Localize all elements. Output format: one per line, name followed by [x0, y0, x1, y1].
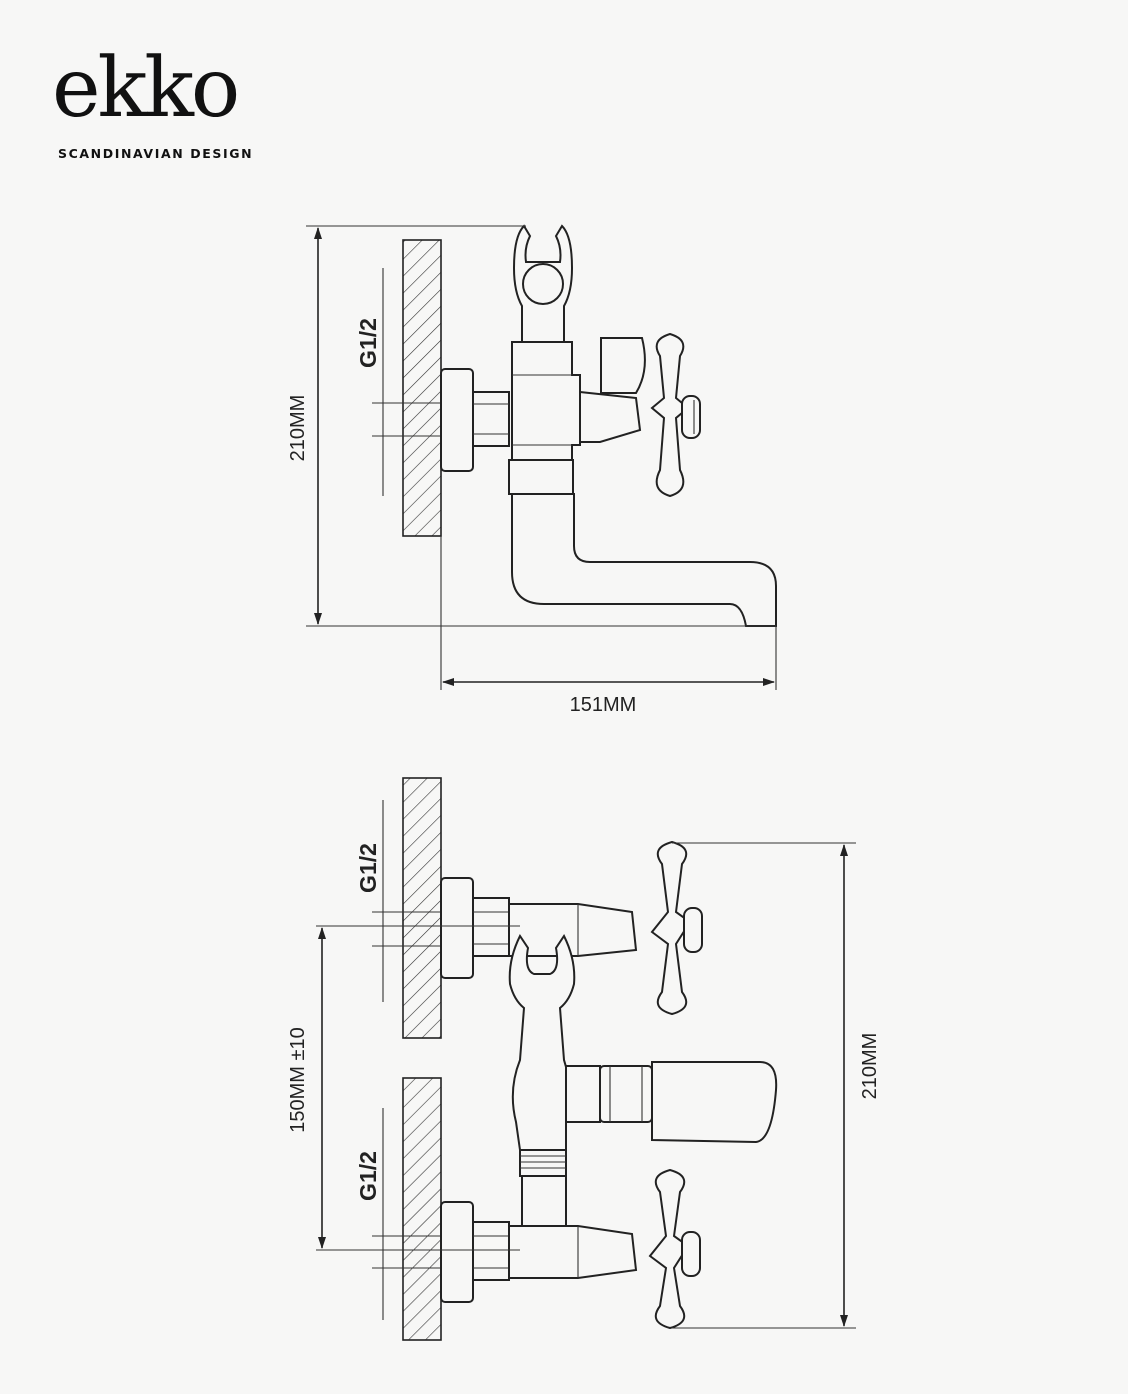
- front-view: G1/2 G1/2: [287, 777, 881, 1341]
- front-cross-handle-bottom: [648, 1168, 701, 1330]
- front-height-label: 210MM: [859, 1033, 881, 1100]
- side-diverter-lever: [600, 337, 646, 394]
- front-column-lower: [521, 1175, 567, 1227]
- front-valve-housing-bottom: [508, 1225, 638, 1279]
- side-valve-housing: [579, 390, 642, 443]
- front-diverter-lever: [651, 1061, 778, 1144]
- front-diverter-body: [565, 1065, 601, 1123]
- front-wall-hatch-top: [402, 777, 442, 1039]
- front-thread-label-top: G1/2: [355, 843, 381, 893]
- side-spout: [511, 493, 777, 627]
- front-column-thread: [519, 1149, 567, 1177]
- brand-logo: ekko SCANDINAVIAN DESIGN: [52, 41, 292, 162]
- front-shower-holder: [508, 934, 576, 1151]
- front-nut-top: [472, 897, 510, 957]
- side-view: G1/2 210MM: [287, 224, 777, 716]
- side-projection-label: 151MM: [570, 694, 637, 716]
- front-escutcheon-bottom: [440, 1201, 474, 1303]
- brand-tagline: SCANDINAVIAN DESIGN: [58, 146, 254, 161]
- front-diverter-knob: [599, 1065, 653, 1123]
- side-spout-nut: [508, 459, 574, 495]
- side-connector-nut: [472, 391, 510, 447]
- front-nut-bottom: [472, 1221, 510, 1281]
- side-height-label: 210MM: [287, 395, 309, 462]
- side-wall-hatch: [402, 239, 442, 537]
- side-thread-label: G1/2: [355, 318, 381, 368]
- front-escutcheon-top: [440, 877, 474, 979]
- side-cross-handle: [650, 332, 701, 498]
- front-spacing-label: 150MM ±10: [287, 1027, 309, 1132]
- side-mixer-body: [511, 341, 581, 461]
- front-cross-handle-top: [650, 840, 703, 1016]
- front-thread-label-bottom: G1/2: [355, 1151, 381, 1201]
- brand-wordmark: ekko: [52, 41, 240, 136]
- side-escutcheon: [440, 368, 474, 472]
- front-wall-hatch-bottom: [402, 1077, 442, 1341]
